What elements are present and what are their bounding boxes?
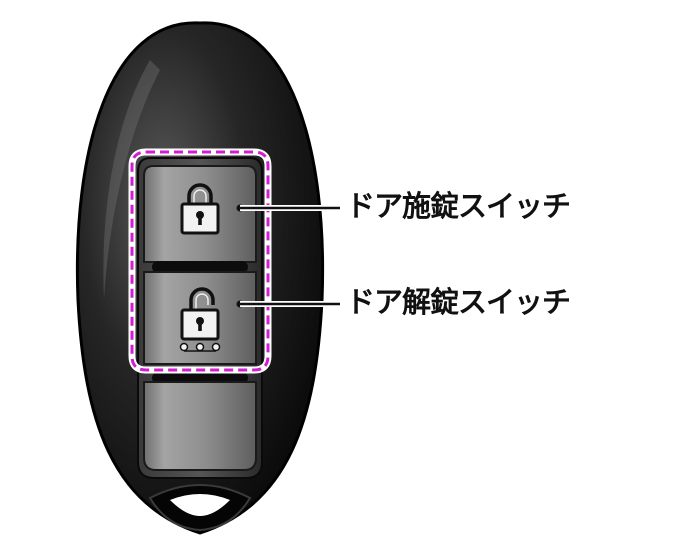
hold-dots-indicator xyxy=(179,342,221,352)
lock-leader-line xyxy=(236,204,340,212)
button-divider xyxy=(152,261,248,273)
padlock-open-icon xyxy=(180,287,220,341)
lock-switch-label: ドア施錠スイッチ xyxy=(346,189,571,223)
lower-button[interactable] xyxy=(143,381,257,471)
padlock-closed-icon xyxy=(180,183,220,235)
key-ring-slot xyxy=(148,484,252,532)
unlock-switch-label: ドア解錠スイッチ xyxy=(346,285,571,319)
highlight-outline-dashed xyxy=(130,150,270,372)
unlock-leader-line xyxy=(236,300,340,308)
